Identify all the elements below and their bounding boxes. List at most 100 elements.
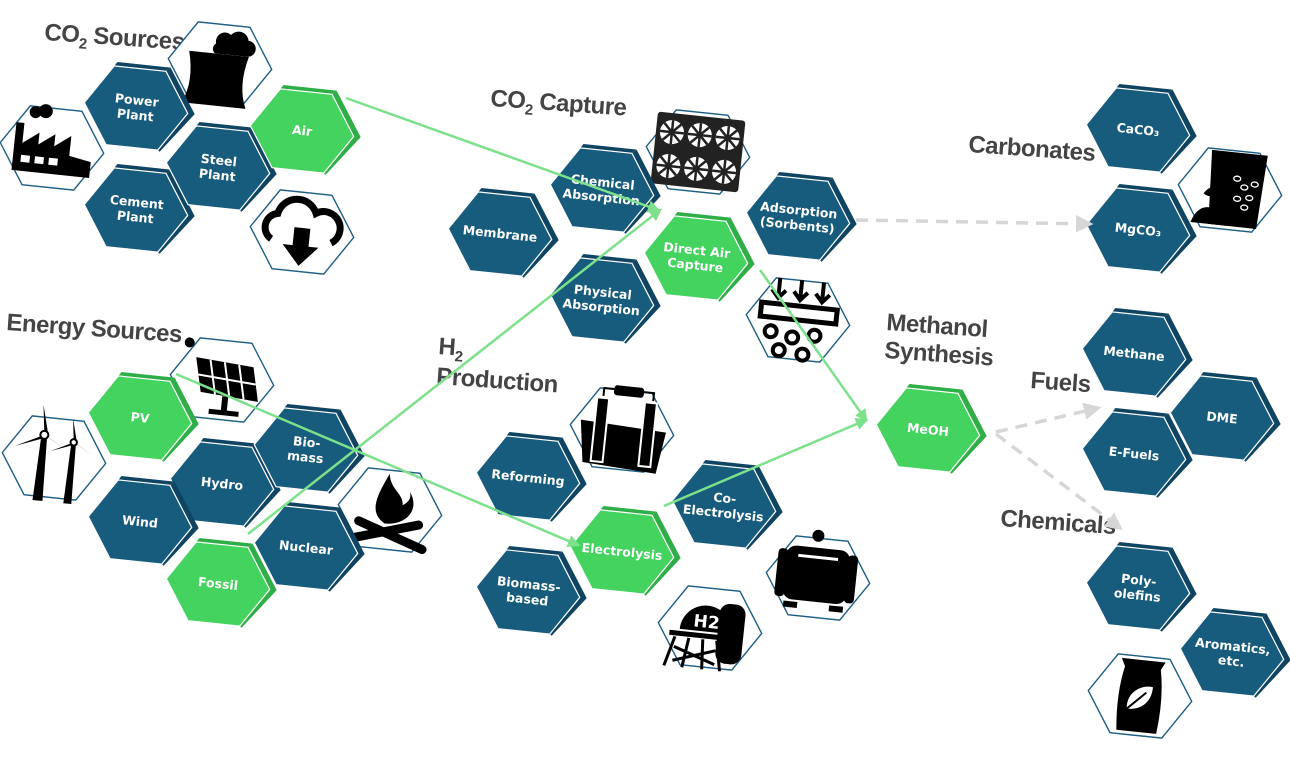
node-top: [1200, 372, 1257, 382]
node-power-plant[interactable]: PowerPlant: [80, 59, 199, 155]
flow-adsorption-to-mgco3: [855, 215, 1094, 233]
node-side: [157, 169, 195, 254]
node-top: [506, 432, 563, 442]
node-label: Air: [291, 121, 313, 138]
node-face: [475, 435, 581, 521]
node-face: [1081, 411, 1187, 497]
node-label: Fossil: [197, 573, 238, 592]
node-side: [949, 389, 987, 474]
node-pv[interactable]: PV: [84, 369, 203, 465]
node-face: [875, 387, 981, 473]
node-biomass[interactable]: Bio-mass: [250, 401, 369, 497]
factory-icon: [0, 104, 105, 191]
section-title-co2-capture: CO2 Capture: [489, 85, 627, 125]
campfire-icon: [337, 467, 443, 555]
node-label: Poly-olefins: [1113, 570, 1163, 605]
section-title-energy-sources: Energy Sources: [6, 309, 183, 348]
node-side: [161, 481, 199, 566]
node-top: [196, 122, 253, 132]
node-dme[interactable]: DME: [1166, 369, 1285, 465]
cloud-download-icon: [249, 189, 355, 275]
node-fossil[interactable]: Fossil: [162, 535, 281, 631]
node-top: [906, 384, 963, 394]
node-side: [323, 90, 361, 175]
node-top: [284, 502, 341, 512]
node-face: [83, 167, 189, 253]
node-side: [1159, 189, 1197, 274]
section-title-co2-sources: CO2 Sources: [43, 19, 185, 60]
icon-hex-outline: [1, 415, 107, 501]
node-co-electrolysis[interactable]: Co-Electrolysis: [668, 457, 787, 553]
node-label: Biomass-based: [495, 573, 562, 610]
node-e-fuels[interactable]: E-Fuels: [1078, 405, 1197, 501]
flow-meoh-to-chemicals: [994, 432, 1123, 531]
node-label: MeOH: [906, 419, 949, 438]
node-membrane[interactable]: Membrane: [444, 185, 563, 281]
node-side: [745, 465, 783, 550]
node-air[interactable]: Air: [246, 82, 365, 178]
section-title-h2-production: H2 Production: [435, 333, 560, 398]
node-side: [643, 511, 681, 596]
node-direct-air-capture[interactable]: Direct AirCapture: [640, 209, 759, 305]
node-meoh[interactable]: MeOH: [872, 381, 991, 477]
flows-layer: [175, 96, 1123, 547]
node-top: [1116, 84, 1173, 94]
node-side: [327, 507, 365, 592]
node-label: Bio-mass: [286, 432, 325, 466]
node-steel-plant[interactable]: SteelPlant: [162, 119, 281, 215]
section-title-carbonates: Carbonates: [968, 131, 1097, 167]
node-aromatics[interactable]: Aromatics,etc.: [1176, 605, 1290, 701]
node-label: Methane: [1103, 342, 1166, 363]
node-top: [284, 404, 341, 414]
node-physical-absorption[interactable]: PhysicalAbsorption: [546, 251, 665, 347]
air-filter-icon: [645, 109, 751, 195]
node-face: [745, 175, 851, 261]
node-top: [1116, 542, 1173, 552]
node-face: [87, 479, 193, 565]
node-caco3[interactable]: CaCO₃: [1082, 81, 1201, 177]
node-side: [1155, 413, 1193, 498]
node-face: [475, 549, 581, 635]
node-top: [1116, 184, 1173, 194]
node-wind[interactable]: Wind: [84, 473, 203, 569]
flow-electrolysis-to-meoh: [663, 418, 869, 508]
node-top: [1112, 308, 1169, 318]
node-polyolefins[interactable]: Poly-olefins: [1082, 539, 1201, 635]
node-top: [580, 254, 637, 264]
node-face: [169, 441, 275, 527]
node-biomass-based[interactable]: Biomass-based: [472, 543, 591, 639]
node-label: Direct AirCapture: [661, 239, 732, 276]
node-nuclear[interactable]: Nuclear: [250, 499, 369, 595]
node-top: [506, 546, 563, 556]
node-top: [200, 438, 257, 448]
node-side: [239, 127, 277, 212]
node-face: [1085, 87, 1191, 173]
node-mgco3[interactable]: MgCO₃: [1082, 181, 1201, 277]
node-top: [118, 476, 175, 486]
node-label: Hydro: [200, 473, 244, 492]
node-reforming[interactable]: Reforming: [472, 429, 591, 525]
node-cement-plant[interactable]: CementPlant: [80, 161, 199, 257]
node-side: [161, 377, 199, 462]
flow-fossil-to-direct-air-capture: [247, 208, 662, 535]
node-electrolysis[interactable]: Electrolysis: [566, 503, 685, 599]
node-label: Wind: [121, 512, 158, 531]
node-side: [717, 217, 755, 302]
node-top: [118, 372, 175, 382]
node-chemical-absorption[interactable]: ChemicalAbsorption: [546, 141, 665, 237]
node-adsorption[interactable]: Adsorption(Sorbents): [742, 169, 861, 265]
node-label: MgCO₃: [1114, 219, 1162, 239]
node-face: [249, 88, 355, 174]
node-side: [239, 543, 277, 628]
fertilizer-bag-icon: [1177, 147, 1283, 233]
node-top: [776, 172, 833, 182]
node-side: [521, 193, 559, 278]
node-methane[interactable]: Methane: [1078, 305, 1197, 401]
node-side: [1159, 89, 1197, 174]
node-label: SteelPlant: [198, 150, 238, 184]
node-top: [674, 212, 731, 222]
node-face: [165, 125, 271, 211]
node-face: [1081, 311, 1187, 397]
